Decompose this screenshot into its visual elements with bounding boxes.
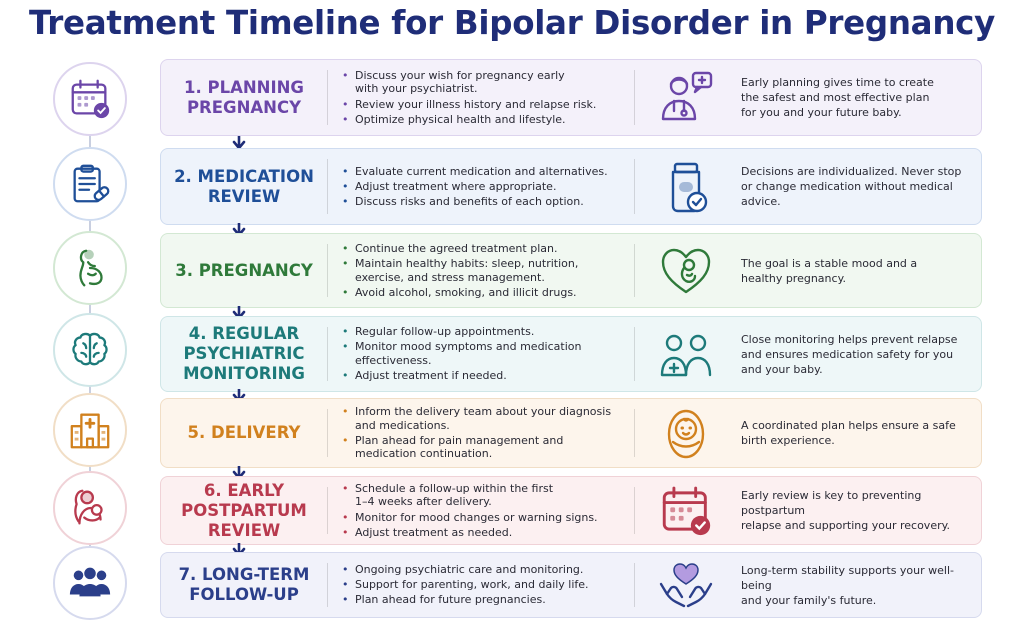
- step-6-circle-mother-baby-icon: [53, 471, 127, 545]
- action-item: Inform the delivery team about your diag…: [342, 405, 626, 432]
- step-actions: Inform the delivery team about your diag…: [328, 399, 634, 467]
- action-item: Adjust treatment if needed.: [342, 369, 626, 383]
- divider: [634, 563, 635, 607]
- step-4-card: 4. REGULAR PSYCHIATRIC MONITORING Regular…: [160, 316, 982, 392]
- action-item: Discuss risks and benefits of each optio…: [342, 195, 626, 209]
- action-list: Ongoing psychiatric care and monitoring.…: [342, 561, 626, 608]
- step-5-card: 5. DELIVERY Inform the delivery team abou…: [160, 398, 982, 468]
- divider: [327, 409, 328, 457]
- step-title: 3. PREGNANCY: [175, 260, 313, 280]
- step-note: Long-term stability supports your well-b…: [741, 563, 955, 607]
- action-item: Adjust treatment as needed.: [342, 526, 626, 540]
- divider: [634, 244, 635, 297]
- step-4-circle-brain-icon: [53, 313, 127, 387]
- step-3-card: 3. PREGNANCY Continue the agreed treatmen…: [160, 233, 982, 308]
- action-item: Optimize physical health and lifestyle.: [342, 113, 626, 127]
- action-list: Evaluate current medication and alternat…: [342, 163, 626, 210]
- step-title: 4. REGULAR PSYCHIATRIC MONITORING: [183, 324, 305, 383]
- divider: [327, 487, 328, 534]
- divider: [327, 70, 328, 125]
- divider: [634, 70, 635, 125]
- step-7-circle-family-group-icon: [53, 546, 127, 620]
- step-3-circle-pregnant-woman-icon: [53, 231, 127, 305]
- divider: [327, 327, 328, 381]
- divider: [327, 159, 328, 214]
- step-note: Decisions are individualized. Never stop…: [741, 165, 962, 208]
- patient-caregiver-icon: [635, 317, 737, 391]
- step-note: A coordinated plan helps ensure a safe b…: [741, 419, 956, 447]
- action-item: Evaluate current medication and alternat…: [342, 165, 626, 179]
- step-title: 2. MEDICATION REVIEW: [174, 166, 314, 206]
- step-note: The goal is a stable mood and a healthy …: [741, 256, 918, 285]
- step-actions: Schedule a follow-up within the first 1–…: [328, 477, 634, 544]
- action-item: Plan ahead for future pregnancies.: [342, 593, 626, 607]
- newborn-baby-icon: [635, 399, 737, 467]
- action-item: Monitor mood symptoms and medication eff…: [342, 340, 626, 367]
- action-item: Monitor for mood changes or warning sign…: [342, 511, 626, 525]
- step-7-card: 7. LONG-TERM FOLLOW-UP Ongoing psychiatri…: [160, 552, 982, 618]
- step-2-card: 2. MEDICATION REVIEW Evaluate current med…: [160, 148, 982, 225]
- step-5-circle-hospital-icon: [53, 393, 127, 467]
- action-item: Review your illness history and relapse …: [342, 98, 626, 112]
- step-title: 6. EARLY POSTPARTUM REVIEW: [181, 480, 307, 540]
- step-note: Close monitoring helps prevent relapse a…: [741, 332, 958, 376]
- action-item: Adjust treatment where appropriate.: [342, 180, 626, 194]
- hospital-icon: [67, 407, 113, 453]
- step-actions: Ongoing psychiatric care and monitoring.…: [328, 553, 634, 617]
- page-title: Treatment Timeline for Bipolar Disorder …: [28, 4, 996, 42]
- hands-heart-icon: [635, 553, 737, 617]
- divider: [634, 159, 635, 214]
- action-item: Plan ahead for pain management and medic…: [342, 434, 626, 461]
- heart-fetus-icon: [635, 234, 737, 307]
- action-list: Inform the delivery team about your diag…: [342, 403, 626, 462]
- clipboard-pill-icon: [67, 161, 113, 207]
- pill-bottle-check-icon: [635, 149, 737, 224]
- action-item: Avoid alcohol, smoking, and illicit drug…: [342, 286, 626, 300]
- calendar-check-icon: [67, 76, 113, 122]
- action-list: Regular follow-up appointments.Monitor m…: [342, 324, 626, 385]
- action-item: Maintain healthy habits: sleep, nutritio…: [342, 257, 626, 284]
- step-2-circle-clipboard-pill-icon: [53, 147, 127, 221]
- action-item: Ongoing psychiatric care and monitoring.: [342, 563, 626, 577]
- action-list: Continue the agreed treatment plan.Maint…: [342, 240, 626, 301]
- step-note: Early review is key to preventing postpa…: [741, 489, 951, 532]
- divider: [327, 244, 328, 297]
- family-group-icon: [67, 560, 113, 606]
- step-actions: Evaluate current medication and alternat…: [328, 149, 634, 224]
- doctor-speech-icon: [635, 60, 737, 135]
- step-6-card: 6. EARLY POSTPARTUM REVIEW Schedule a fol…: [160, 476, 982, 545]
- pregnant-woman-icon: [67, 245, 113, 291]
- divider: [634, 409, 635, 457]
- step-1-card: 1. PLANNING PREGNANCY Discuss your wish f…: [160, 59, 982, 136]
- step-title: 7. LONG-TERM FOLLOW-UP: [178, 565, 310, 604]
- divider: [634, 327, 635, 381]
- action-item: Discuss your wish for pregnancy early wi…: [342, 69, 626, 96]
- calendar-check-icon: [635, 477, 737, 544]
- step-actions: Discuss your wish for pregnancy early wi…: [328, 60, 634, 135]
- action-item: Support for parenting, work, and daily l…: [342, 578, 626, 592]
- divider: [327, 563, 328, 607]
- action-item: Regular follow-up appointments.: [342, 325, 626, 339]
- brain-icon: [67, 327, 113, 373]
- step-note: Early planning gives time to create the …: [741, 76, 934, 119]
- divider: [634, 487, 635, 534]
- step-title: 5. DELIVERY: [187, 423, 301, 442]
- step-actions: Regular follow-up appointments.Monitor m…: [328, 317, 634, 391]
- step-actions: Continue the agreed treatment plan.Maint…: [328, 234, 634, 307]
- action-list: Schedule a follow-up within the first 1–…: [342, 480, 626, 541]
- step-title: 1. PLANNING PREGNANCY: [184, 77, 304, 117]
- step-1-circle-calendar-check-icon: [53, 62, 127, 136]
- action-list: Discuss your wish for pregnancy early wi…: [342, 67, 626, 128]
- down-arrow-icon: [231, 134, 247, 150]
- mother-baby-icon: [67, 485, 113, 531]
- action-item: Continue the agreed treatment plan.: [342, 242, 626, 256]
- action-item: Schedule a follow-up within the first 1–…: [342, 482, 626, 509]
